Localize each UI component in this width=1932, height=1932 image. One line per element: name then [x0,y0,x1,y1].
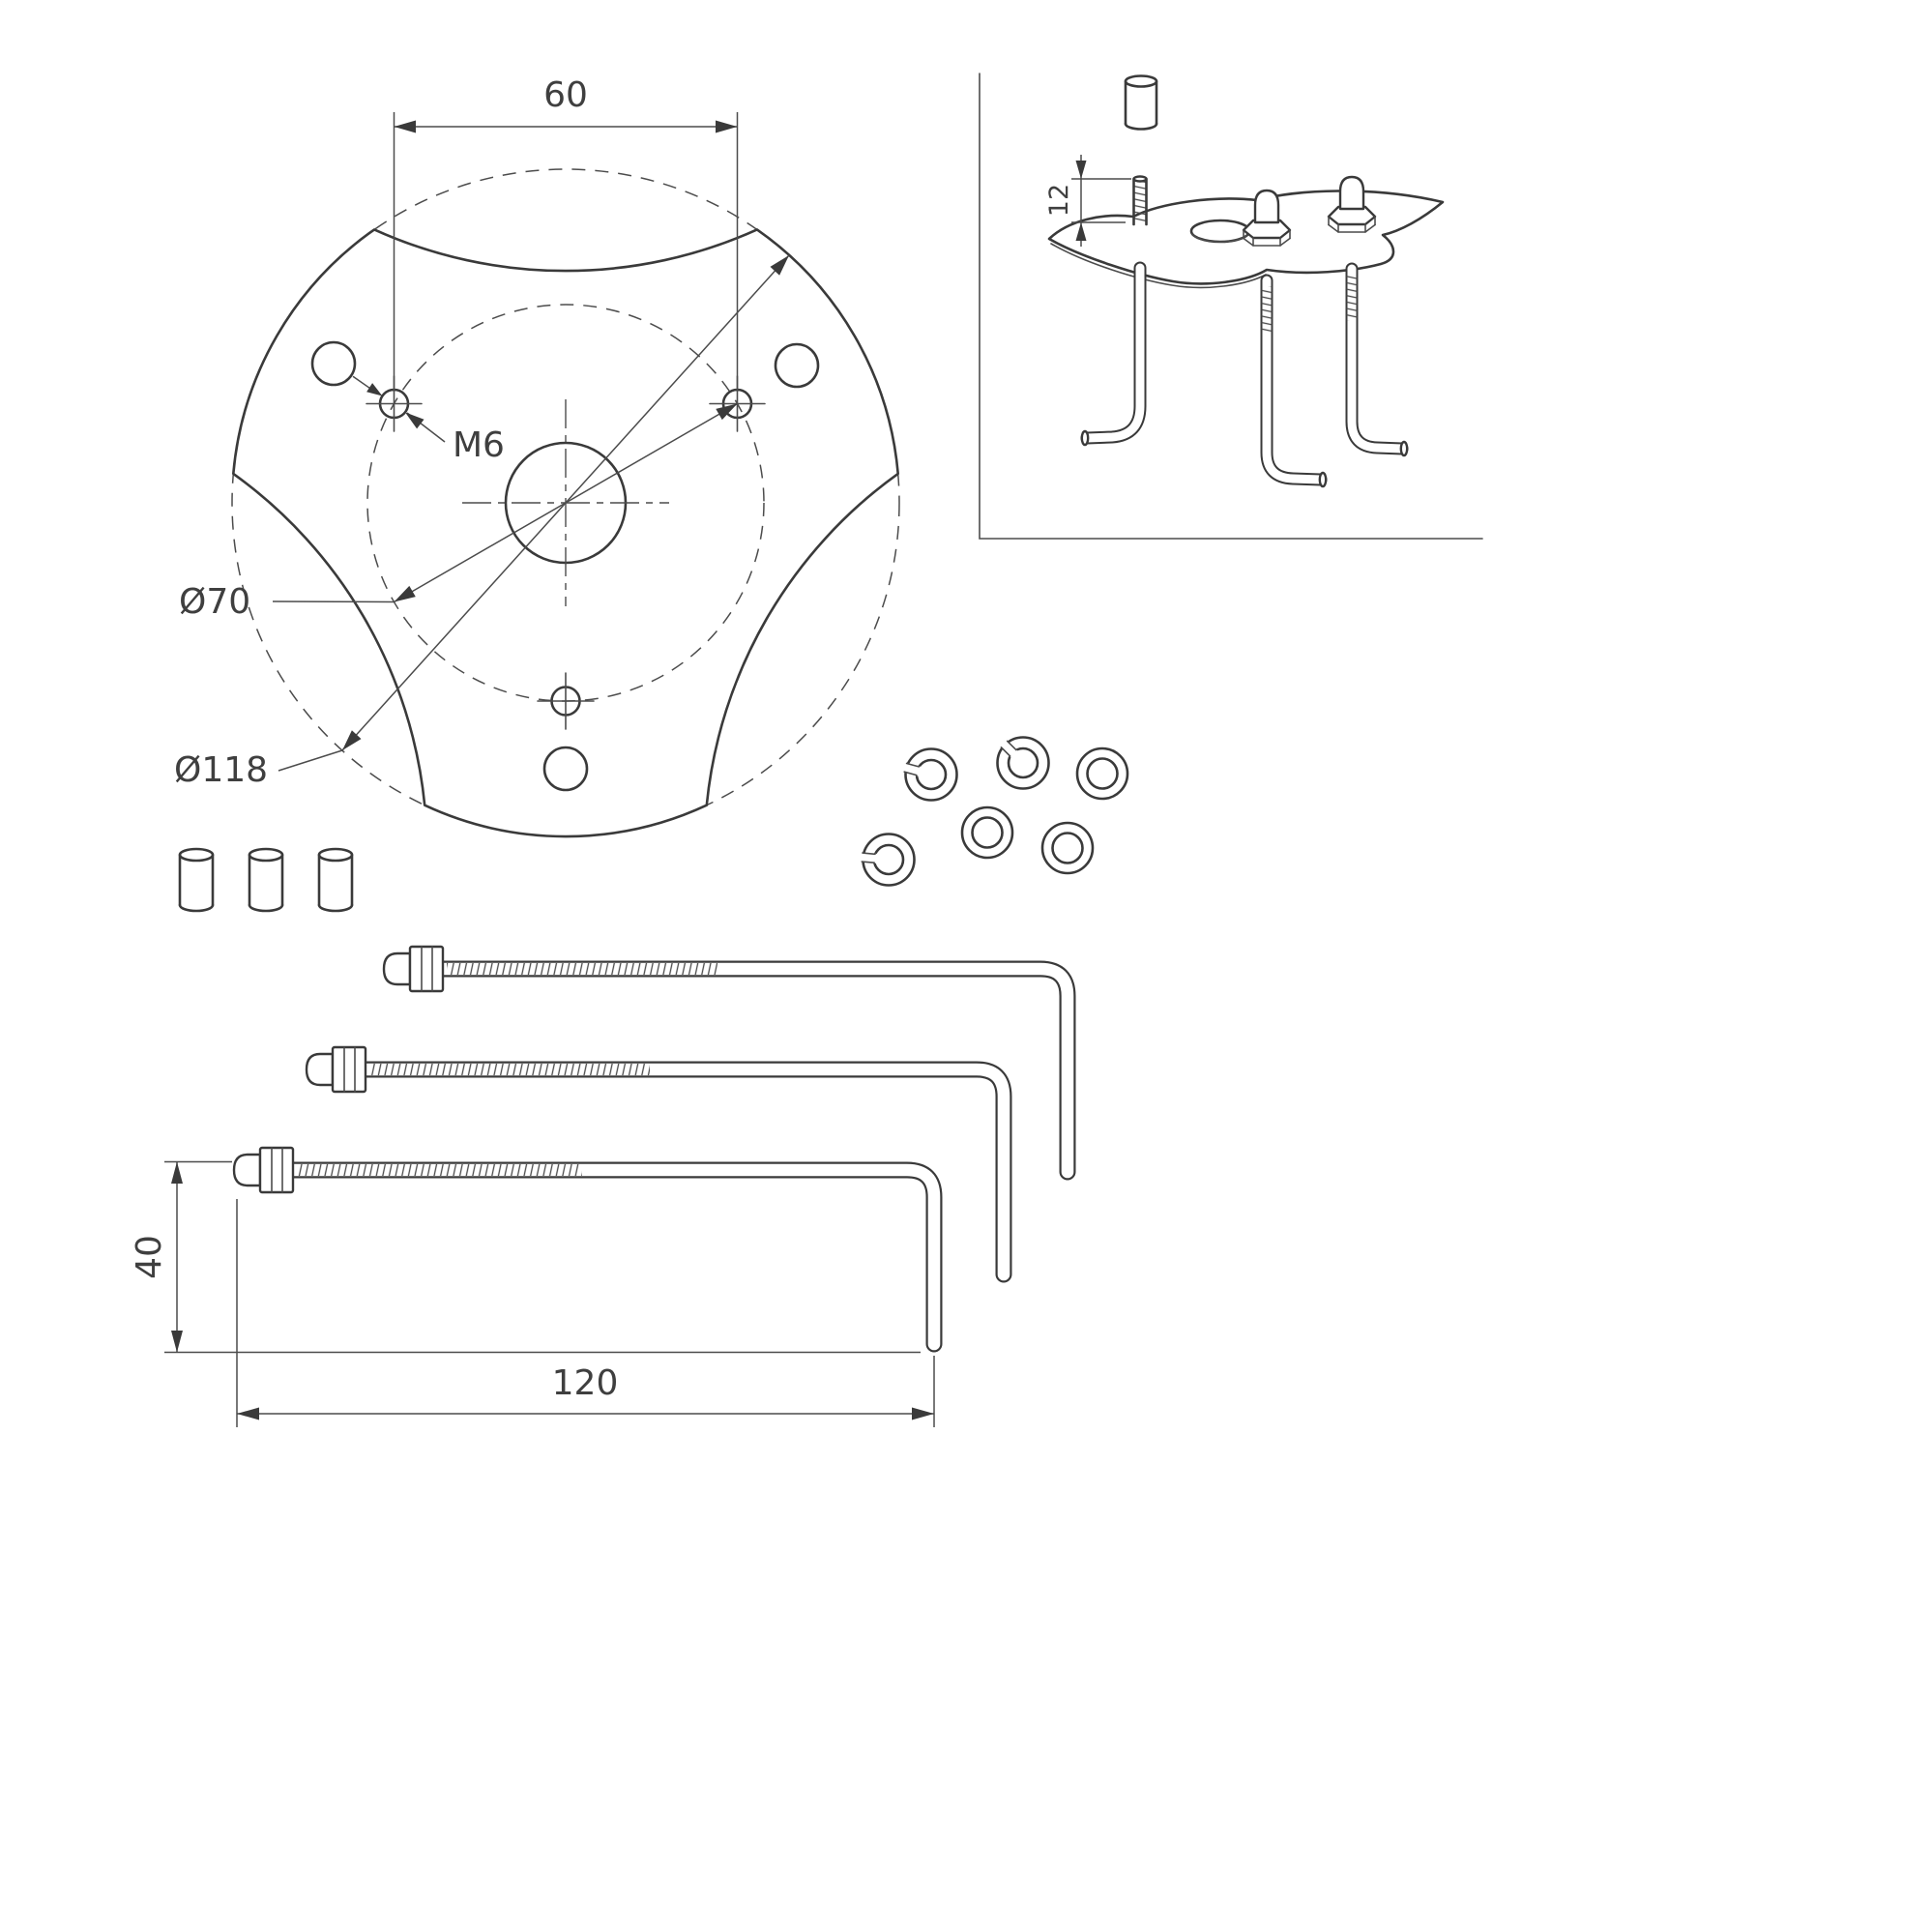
iso-bolt-middle [1260,274,1328,488]
m6-label: M6 [453,425,505,465]
thread-section [297,1164,582,1176]
spacer-tube-3 [317,847,354,913]
iso-bolt-left [1080,261,1147,447]
view-frame [979,73,1483,540]
thread-section [369,1064,650,1075]
flat-washer-3 [1040,821,1095,875]
m6-hole-bottom [537,672,595,730]
mount-hole-bottom [542,746,589,792]
dimension-60: 60 [393,75,739,392]
dia70-label: Ø70 [179,582,250,622]
spring-washer-3 [857,833,916,887]
spacer-tube-2 [248,847,284,913]
dimension-dia118: Ø118 [174,254,790,790]
plate-top-view: 60 Ø70 Ø118 M6 [174,75,900,838]
flat-washer-1 [1075,746,1129,801]
plate-outline [232,228,899,838]
iso-assembly-view: 12 [979,73,1483,540]
dimension-60-label: 60 [543,75,588,115]
flat-washer-2 [960,805,1014,860]
dia118-label: Ø118 [174,750,268,790]
dimension-40-label: 40 [130,1235,169,1279]
spring-washer-1 [899,747,958,802]
dimension-120: 120 [236,1199,935,1427]
cap-nut [382,951,412,986]
m6-callout: M6 [352,375,505,465]
iso-plate-edge [1050,243,1267,289]
anchor-bolts: 40 120 [130,945,1076,1427]
iso-stud-left [1132,175,1148,226]
hex-nut [258,1146,295,1194]
mount-hole-left [310,340,357,387]
spacer-tubes [178,847,354,913]
hex-nut [408,945,445,993]
iso-spacer-tube [1124,74,1158,131]
iso-cap-nut-right [1327,175,1377,233]
mount-hole-right [774,342,820,389]
dimension-40: 40 [130,1160,921,1354]
cap-nut [305,1052,335,1087]
spacer-tube-1 [178,847,215,913]
thread-section [447,963,717,975]
cap-nut [232,1153,262,1187]
anchor-bolt-2 [305,1045,1012,1283]
dimension-dia70: Ø70 [179,402,738,622]
dimension-12-label: 12 [1044,184,1074,217]
dimension-120-label: 120 [552,1363,619,1403]
hex-nut [331,1045,367,1094]
dimension-12: 12 [1044,155,1131,247]
iso-cap-nut-middle [1242,189,1292,247]
iso-bolt-right [1345,262,1409,457]
spring-washer-2 [996,736,1050,790]
washers [857,736,1129,887]
anchor-bolt-1 [382,945,1076,1181]
anchor-bolt-3 [232,1146,943,1353]
